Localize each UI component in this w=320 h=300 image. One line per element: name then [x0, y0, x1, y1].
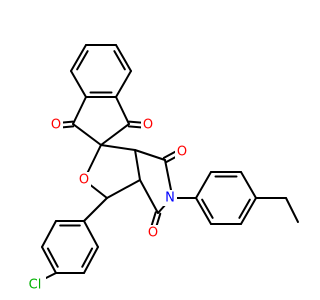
furan-bond-3: [106, 179, 141, 199]
chlorophenyl-bond-5: [41, 220, 57, 248]
benzo-bond-1-inner: [76, 50, 89, 71]
benzo-bond-3: [115, 44, 132, 72]
imide-bottom-carbonyl-a: [150, 211, 157, 227]
c3-aryl-bond: [83, 197, 108, 222]
atom-n-imide: N: [163, 190, 177, 206]
atom-cl-label: Cl: [29, 278, 42, 293]
imide-bond-4: [139, 179, 159, 214]
imide-bond-1: [134, 149, 166, 161]
ketone-right-bond-a: [127, 125, 142, 129]
atom-o-ketone-right-label: O: [143, 118, 153, 133]
phenyl-bond-3: [240, 171, 257, 199]
benzo-bond-6: [70, 70, 87, 98]
phenyl-bond-6: [195, 197, 212, 225]
chlorophenyl-bond-4: [41, 246, 57, 274]
chlorophenyl-bond-2-inner: [81, 247, 94, 268]
atom-cl: Cl: [24, 277, 46, 293]
bond-network: [41, 44, 299, 280]
atom-o-ketone-left-label: O: [51, 118, 61, 133]
dione-bond-3: [72, 123, 102, 146]
atom-o-imide-top: O: [175, 144, 189, 160]
chlorophenyl-bond-4-inner: [46, 247, 59, 268]
ketone-left-bond-a: [60, 120, 74, 124]
dione-bond-2: [115, 96, 130, 125]
benzo-bond-1: [70, 44, 87, 72]
imide-bond-2: [164, 159, 172, 191]
atom-o-ring-label: O: [79, 173, 89, 188]
benzo-bond-3-inner: [113, 50, 126, 71]
atom-o-ketone-right: O: [141, 117, 155, 133]
furan-bond-5: [100, 144, 136, 151]
imide-top-carbonyl-b: [162, 149, 178, 159]
benzo-bond-4: [115, 70, 132, 98]
chlorophenyl-bond-1: [83, 220, 99, 248]
phenyl-bond-4: [240, 197, 257, 225]
dione-bond-4: [100, 123, 130, 146]
atom-o-ring: O: [77, 172, 91, 188]
atom-n-imide-label: N: [165, 191, 175, 206]
atom-o-ketone-left: O: [49, 117, 63, 133]
phenyl-bond-1: [195, 171, 212, 199]
imide-bottom-carbonyl-b: [155, 212, 162, 228]
atom-labels: O O O O O N Cl: [24, 117, 189, 293]
phenyl-bond-6-inner: [201, 198, 214, 219]
phenyl-bond-4-inner: [238, 198, 251, 219]
atom-o-imide-bottom: O: [146, 225, 160, 241]
ethyl-bond-2: [285, 197, 299, 223]
chlorophenyl-bond-2: [83, 246, 99, 274]
dione-bond-1: [72, 96, 87, 125]
furan-bond-4: [134, 149, 141, 181]
ketone-right-bond-b: [128, 120, 143, 124]
ketone-left-bond-b: [61, 125, 75, 129]
atom-o-imide-top-label: O: [177, 145, 187, 160]
chemical-structure-diagram: O O O O O N Cl: [24, 44, 299, 293]
atom-o-imide-bottom-label: O: [148, 226, 158, 241]
